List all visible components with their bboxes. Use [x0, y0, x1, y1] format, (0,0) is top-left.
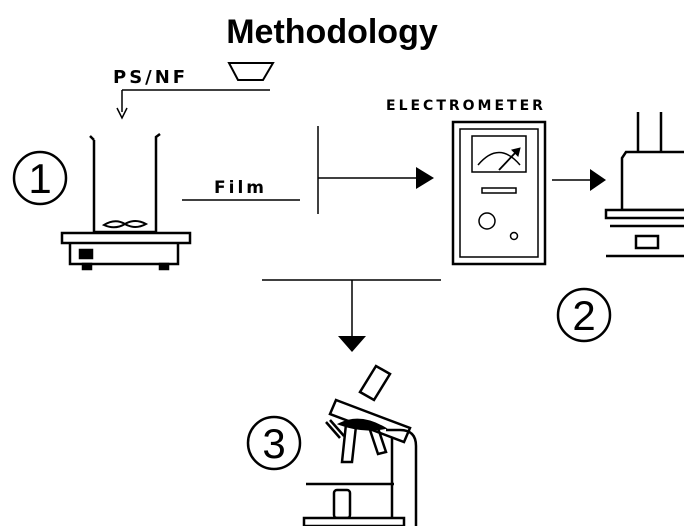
microscope-icon: [302, 364, 418, 526]
diagram-title: Methodology: [226, 13, 438, 51]
step-2-marker: 2: [556, 287, 612, 343]
step-3-number: 3: [262, 420, 285, 467]
electrometer-label: ELECTROMETER: [386, 98, 546, 114]
step-1-number: 1: [28, 155, 51, 202]
ps-nf-label: PS/NF: [113, 67, 188, 88]
step-3-marker: 3: [246, 415, 302, 471]
electrometer-icon: [451, 120, 547, 266]
plug-icon: [604, 112, 684, 258]
step-1-marker: 1: [12, 150, 68, 206]
film-label: Film: [214, 178, 267, 198]
bowl-icon: [227, 62, 275, 81]
step-2-number: 2: [572, 292, 595, 339]
arrow-icon: [338, 336, 366, 352]
arrow-icon: [590, 169, 606, 191]
arrow-icon: [416, 167, 434, 189]
feed-arrow: [121, 89, 270, 112]
feed-arrow-head-icon: [116, 107, 128, 120]
beaker-on-stirrer-icon: [60, 133, 192, 271]
